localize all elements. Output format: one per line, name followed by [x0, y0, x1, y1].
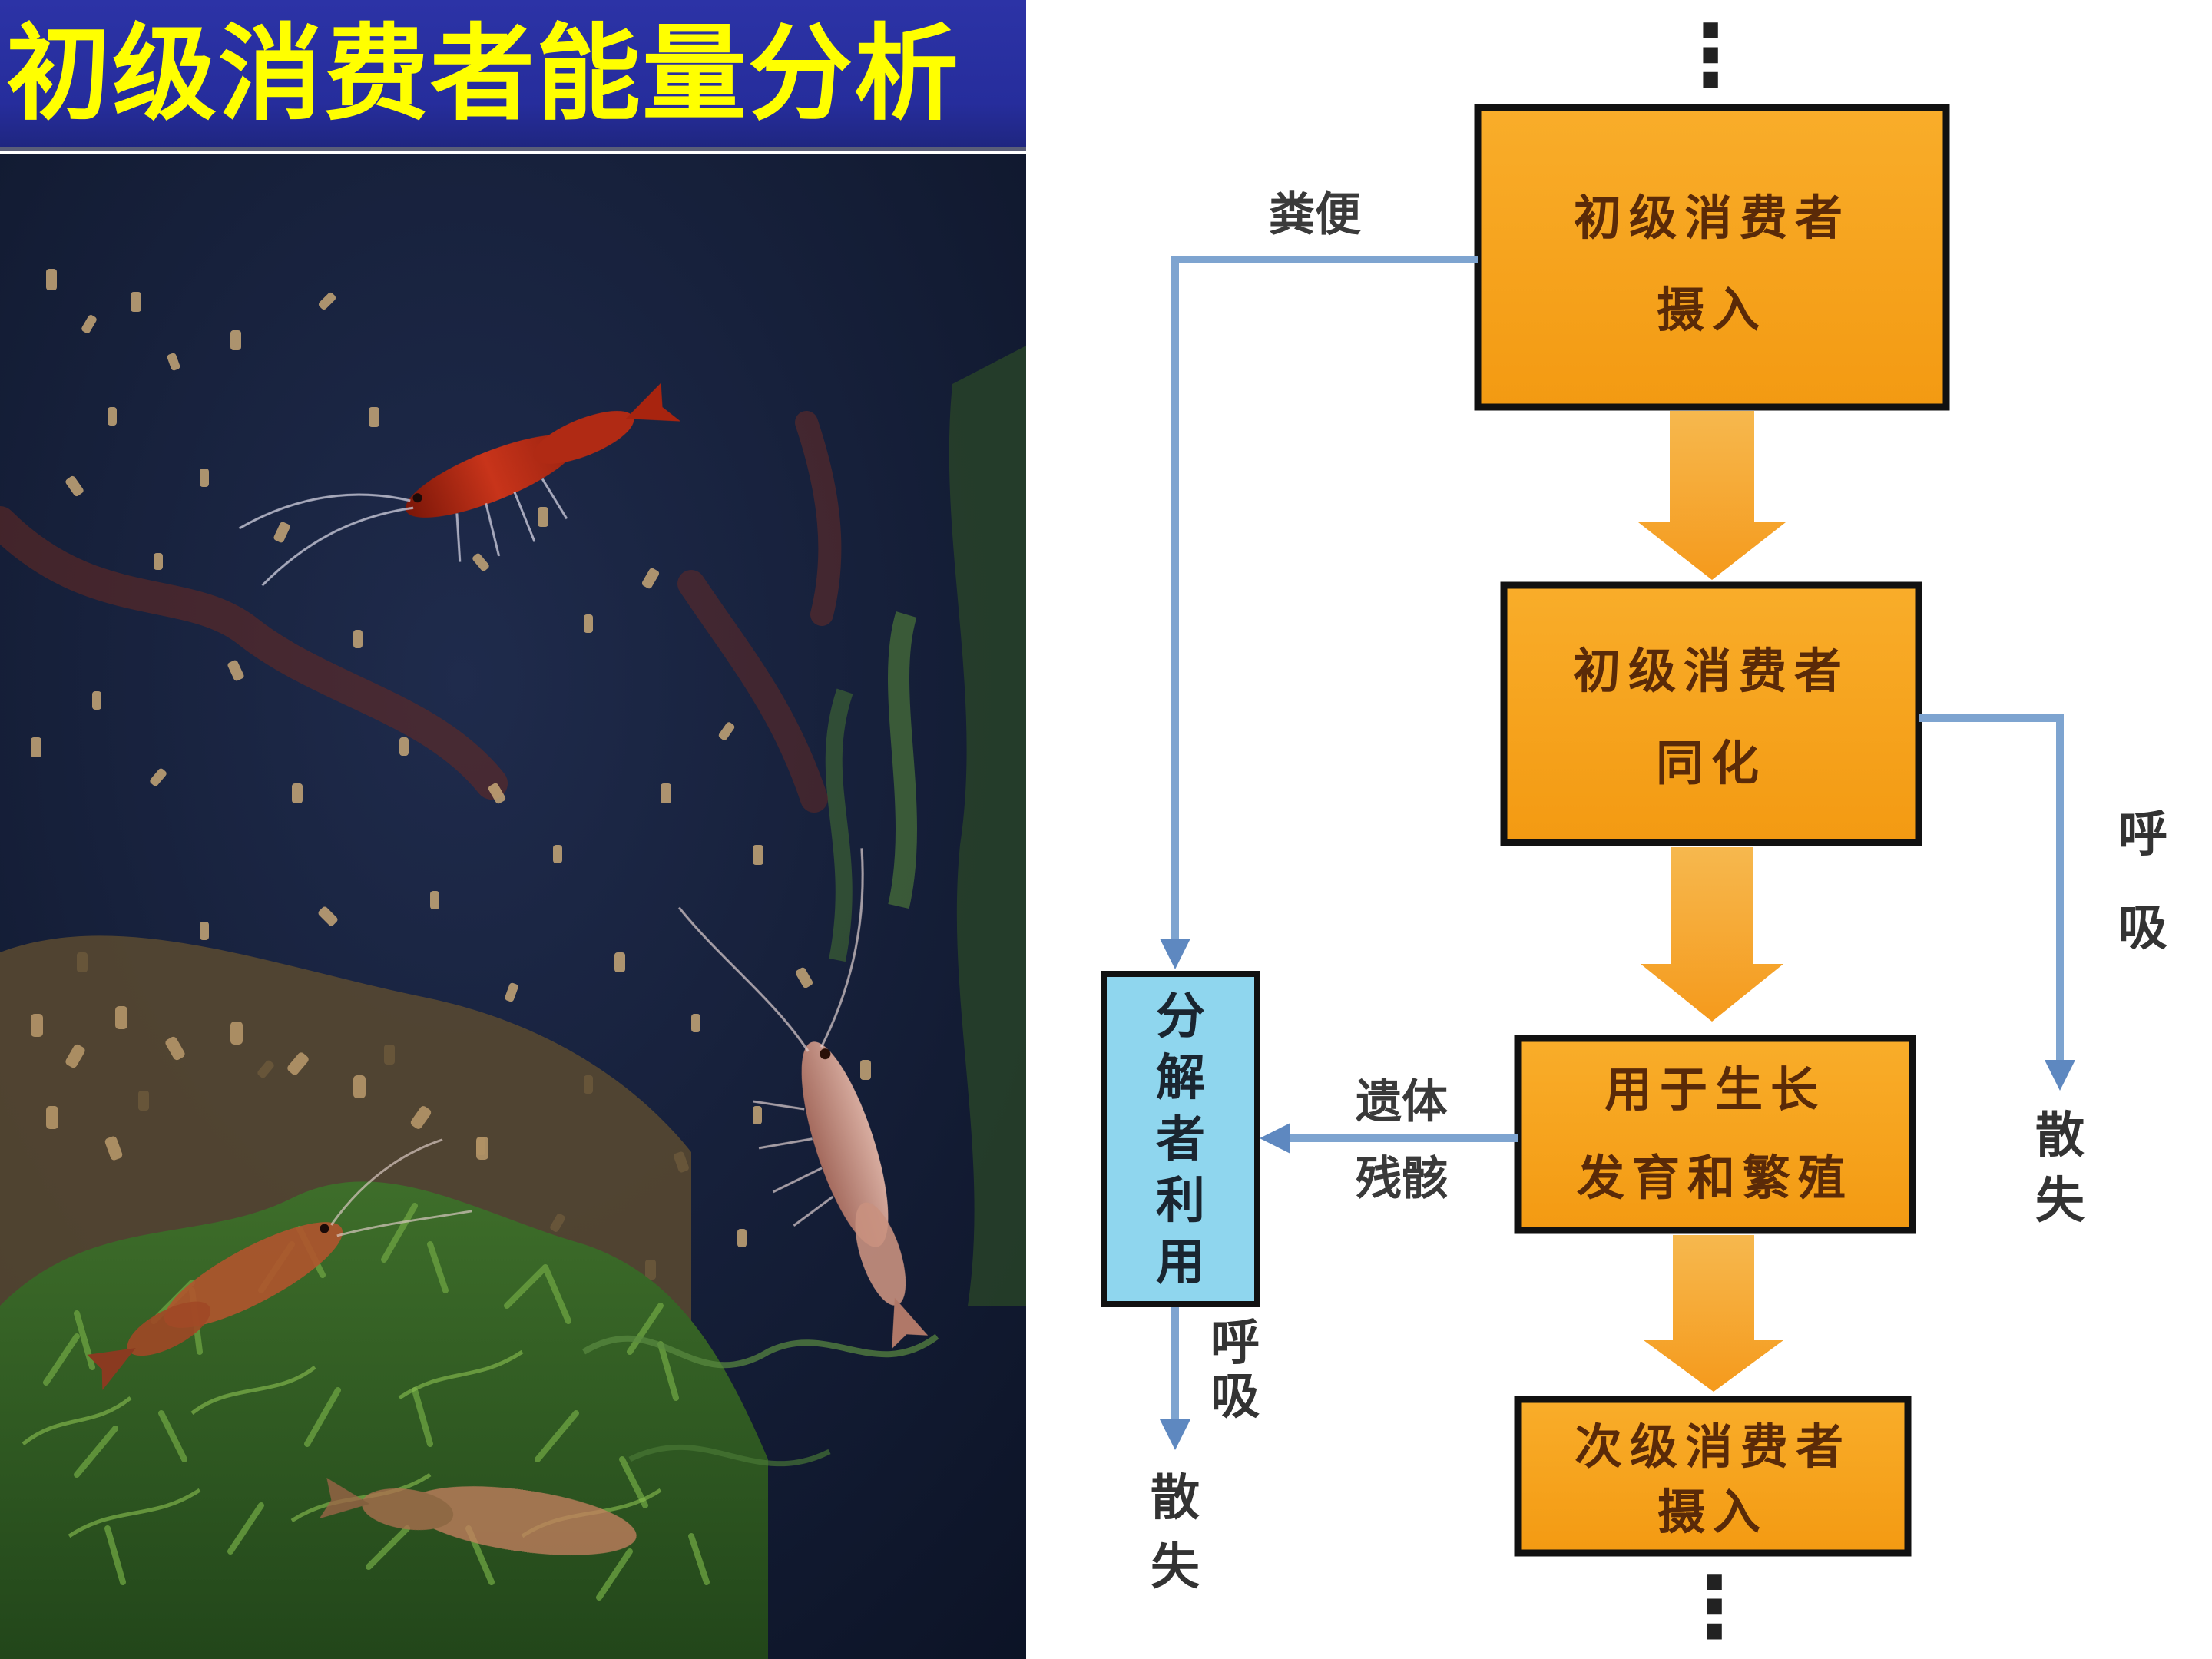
box-assimilation-line1: 初级消费者: [1573, 643, 1849, 699]
shrimp-icon: [0, 154, 1026, 1659]
respiration-left-char-2: 吸: [1210, 1369, 1260, 1426]
box-intake-line2: 摄入: [1657, 282, 1767, 338]
decomposer-char-1: 分: [1156, 988, 1205, 1045]
remains-arrowhead: [1260, 1123, 1290, 1154]
page-title: 初级消费者能量分析: [6, 14, 960, 135]
dissipation-right-char-1: 散: [2035, 1108, 2085, 1164]
decomposer-char-3: 者: [1156, 1111, 1205, 1168]
dissipation-left-char-2: 失: [1151, 1539, 1200, 1596]
box-secondary-consumer: 次级消费者 摄入: [1514, 1396, 1912, 1557]
shrimp-photo: [0, 154, 1026, 1659]
decomposer-char-4: 利: [1156, 1173, 1205, 1230]
box-growth-line1: 用于生长: [1604, 1061, 1826, 1118]
title-banner: 初级消费者能量分析: [0, 0, 1026, 151]
box-assimilation: 初级消费者 同化: [1500, 581, 1922, 846]
respiration-left-char-1: 呼: [1210, 1315, 1260, 1372]
respiration-left-arrowhead: [1160, 1419, 1190, 1450]
dissipation-left-char-1: 散: [1151, 1470, 1200, 1527]
respiration-right-char-2: 吸: [2118, 900, 2167, 957]
feces-arrowhead: [1160, 939, 1190, 969]
box-growth-line2: 发育和繁殖: [1577, 1150, 1853, 1206]
flow-chart: ⋮ 初级消费者 摄入 初级消费者 同化 用于生长 发育和繁殖: [1101, 6, 2167, 1656]
decomposer-char-5: 用: [1156, 1234, 1205, 1291]
respiration-right-flow: [1919, 714, 2064, 1060]
arrow-intake-to-assimilation: [1638, 411, 1786, 580]
remains-label-line2: 残骸: [1356, 1152, 1448, 1206]
box-intake-line1: 初级消费者: [1574, 190, 1850, 246]
bottom-continuation-dots: ⋮: [1672, 1558, 1757, 1656]
box-decomposer: 分 解 者 利 用: [1101, 971, 1260, 1307]
box-secondary-line1: 次级消费者: [1575, 1419, 1851, 1475]
box-assimilation-line2: 同化: [1656, 735, 1767, 791]
arrow-growth-to-secondary: [1644, 1235, 1783, 1392]
box-intake: 初级消费者 摄入: [1474, 104, 1950, 411]
box-secondary-line2: 摄入: [1657, 1484, 1768, 1540]
feces-label: 粪便: [1269, 188, 1362, 242]
respiration-right-char-1: 呼: [2118, 806, 2167, 863]
remains-label-line1: 遗体: [1356, 1075, 1448, 1129]
decomposer-char-2: 解: [1156, 1050, 1205, 1107]
energy-flow-diagram: ⋮ 初级消费者 摄入 初级消费者 同化 用于生长 发育和繁殖: [1029, 0, 2212, 1659]
dissipation-right-char-2: 失: [2035, 1173, 2085, 1230]
arrow-assimilation-to-growth: [1641, 847, 1783, 1022]
top-continuation-dots: ⋮: [1668, 6, 1753, 104]
feces-flow: [1171, 256, 1478, 939]
respiration-right-arrowhead: [2045, 1060, 2075, 1091]
box-growth: 用于生长 发育和繁殖: [1514, 1035, 1916, 1234]
